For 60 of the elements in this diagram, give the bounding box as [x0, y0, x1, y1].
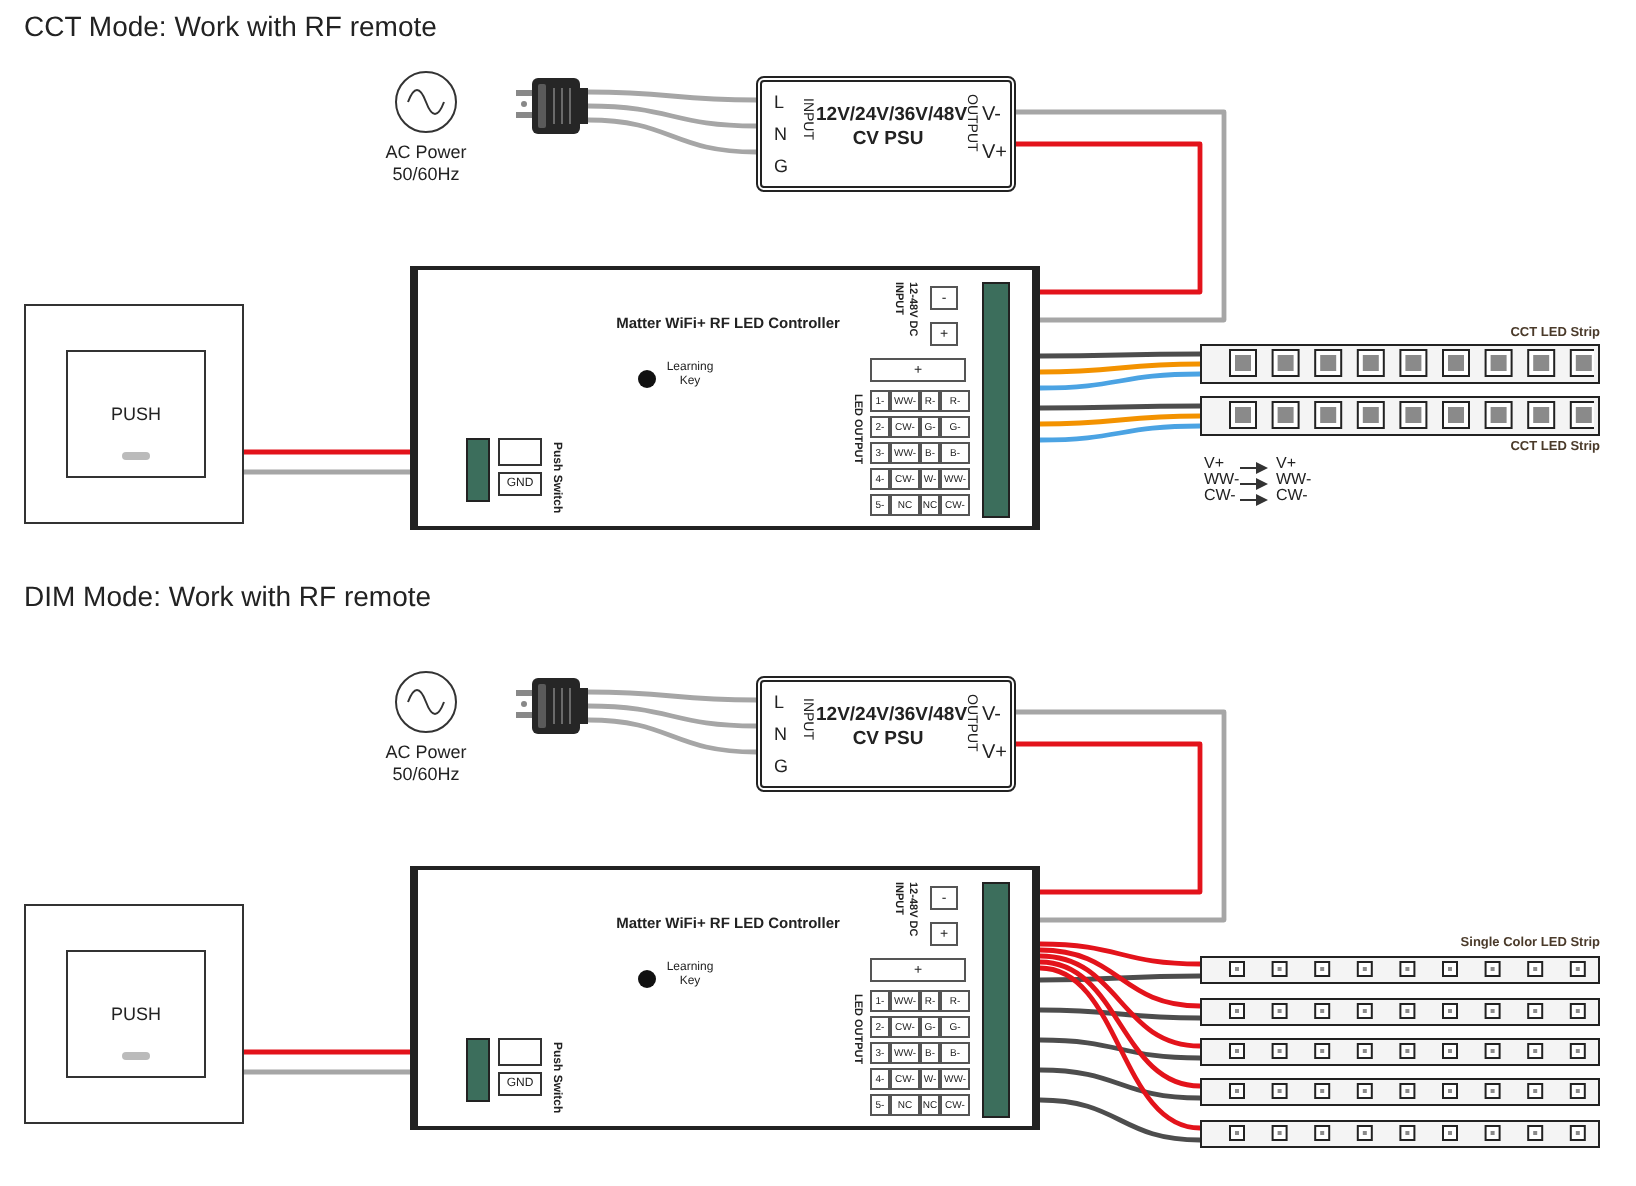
psu-box — [756, 676, 1016, 792]
push-button: PUSH — [66, 950, 206, 1078]
wire — [587, 103, 757, 129]
wire — [1040, 403, 1200, 411]
plug-icon — [512, 672, 588, 740]
controller-housing — [410, 866, 1040, 1130]
wire-mapping-label: CW- — [1204, 488, 1236, 506]
wire — [587, 717, 757, 755]
wire — [1016, 741, 1203, 895]
wire — [1039, 413, 1201, 427]
wire — [1039, 423, 1201, 443]
wire — [588, 89, 756, 103]
wire — [244, 1069, 410, 1075]
plug-icon — [512, 72, 588, 140]
wire — [1016, 109, 1227, 323]
terminal-label: L — [774, 92, 785, 114]
power-label: AC Power 50/60Hz — [383, 142, 469, 186]
terminal-label: L — [774, 692, 785, 714]
wire-mapping-label: V+ — [1276, 456, 1297, 473]
wire-mapping-label: WW- — [1276, 472, 1312, 488]
wire-mapping-label: WW- — [1204, 472, 1240, 488]
wire — [1039, 1097, 1201, 1143]
wall-switch-panel — [24, 304, 244, 524]
terminal-label: V- — [982, 704, 1001, 728]
wire — [1039, 965, 1201, 1131]
wire — [244, 449, 410, 455]
wire — [1039, 371, 1201, 391]
push-button: PUSH — [66, 350, 206, 478]
terminal-label: V+ — [982, 142, 1008, 166]
wire — [1039, 959, 1201, 1089]
wire — [1039, 953, 1201, 1049]
wire — [587, 703, 757, 729]
section-heading: DIM Mode: Work with RF remote — [24, 582, 432, 613]
terminal-label: N — [774, 724, 787, 746]
wire — [1039, 1067, 1201, 1101]
terminal-label: G — [774, 156, 789, 178]
wire — [1039, 941, 1201, 967]
wire-mapping-label: V+ — [1204, 456, 1225, 473]
wire — [244, 1049, 410, 1055]
terminal-label: V+ — [982, 742, 1008, 766]
controller-housing — [410, 266, 1040, 530]
psu-box — [756, 76, 1016, 192]
wire — [1039, 1007, 1201, 1021]
wire — [1040, 351, 1200, 359]
wall-switch-panel — [24, 904, 244, 1124]
wire-mapping-label: CW- — [1276, 488, 1308, 506]
terminal-label: N — [774, 124, 787, 146]
terminal-label: G — [774, 756, 789, 778]
wire — [1039, 947, 1201, 1009]
wire — [1039, 1037, 1201, 1061]
wire — [1039, 361, 1201, 375]
terminal-label: V- — [982, 104, 1001, 128]
wire — [1040, 973, 1200, 983]
wire — [588, 689, 756, 703]
section-heading: CCT Mode: Work with RF remote — [24, 12, 437, 43]
wire — [244, 469, 410, 475]
power-label: AC Power 50/60Hz — [383, 742, 469, 786]
wire — [1016, 141, 1203, 295]
wire — [587, 117, 757, 155]
wire — [1016, 709, 1227, 923]
